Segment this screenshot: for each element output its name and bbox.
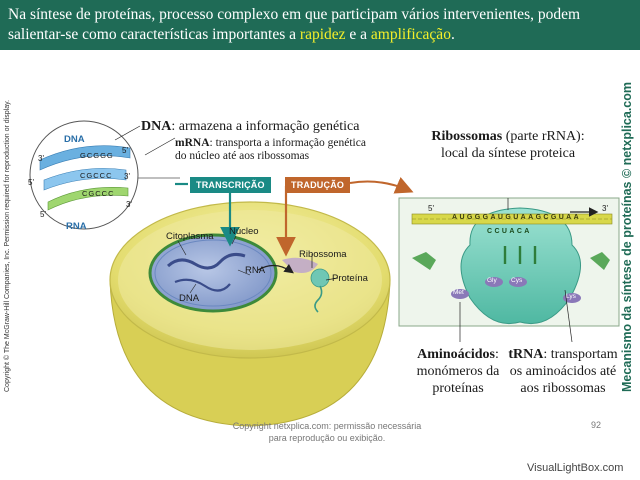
- amino-acid-cys: Cys: [511, 277, 523, 284]
- diagram-artwork: [29, 120, 620, 427]
- dna-inset: [29, 120, 180, 230]
- amino-acid-met: Met: [453, 289, 464, 296]
- ribosome-panel: [398, 197, 620, 343]
- mrna-description: mRNA: transporta a informação genética d…: [175, 137, 366, 162]
- inset-prime-5b: 5': [28, 178, 34, 187]
- trna-anticodons: CCUACA: [487, 228, 532, 235]
- cell-ribosome-label: Ribossoma: [299, 249, 347, 260]
- nucleus: [148, 233, 278, 313]
- dna-description: DNA: armazena a informação genética: [141, 119, 360, 134]
- header-line-2: salientar-se como características import…: [8, 26, 455, 43]
- cytoplasm-label: Citoplasma: [166, 231, 214, 242]
- slide-header: Na síntese de proteínas, processo comple…: [0, 0, 640, 50]
- header-line-1: Na síntese de proteínas, processo comple…: [8, 6, 581, 23]
- inset-prime-5a: 5': [122, 146, 128, 155]
- inset-prime-3b: 3': [124, 172, 130, 181]
- footer-copyright: Copyright netxplica.com: permissão neces…: [232, 421, 422, 443]
- cell-dna-label: DNA: [179, 293, 200, 304]
- highlight-amplificacao: amplificação: [370, 26, 451, 43]
- cell-protein-label: Proteína: [332, 273, 368, 284]
- nucleus-label: Núcleo: [229, 226, 259, 237]
- ribo-prime-5: 5': [428, 204, 434, 213]
- inset-prime-5c: 5': [40, 210, 46, 219]
- inset-prime-3a: 3': [38, 154, 44, 163]
- ribo-prime-3: 3': [602, 204, 608, 213]
- cytoplasm-ribosome: [257, 254, 339, 313]
- inset-seq-top: GCGGG: [80, 151, 114, 160]
- transcription-tag: TRANSCRIÇÃO: [190, 177, 271, 193]
- amino-acid-gly: Gly: [487, 277, 497, 284]
- trna-description: tRNA: transportam os aminoácidos até aos…: [508, 347, 618, 396]
- translation-tag: TRADUÇÃO: [285, 177, 351, 193]
- mechanism-credit: Mecanismo da síntese de proteínas © netx…: [620, 81, 634, 392]
- inset-seq-rna: CGCCC: [82, 189, 115, 198]
- amino-acid-lys: Lys: [566, 293, 576, 300]
- mrna-codons: AUGGGAUGUAAGCGUAA: [452, 214, 582, 221]
- inset-rna-label: RNA: [66, 221, 87, 232]
- mcgraw-hill-copyright: Copyright © The McGraw-Hill Companies, I…: [4, 99, 11, 392]
- inset-seq-mid: CGCCC: [80, 171, 113, 180]
- highlight-rapidez: rapidez: [299, 26, 346, 43]
- inset-prime-3c: 3': [126, 200, 132, 209]
- watermark: VisualLightBox.com: [527, 462, 624, 474]
- inset-dna-label: DNA: [64, 134, 85, 145]
- ribosome-description: Ribossomas (parte rRNA):local da síntese…: [431, 129, 585, 161]
- cell-rna-label: RNA: [245, 265, 266, 276]
- page-number: 92: [591, 420, 602, 430]
- amino-acids-description: Aminoácidos: monómeros da proteínas: [416, 347, 500, 396]
- protein-synthesis-diagram: DNA RNA 3' 5' 5' 3' 5' 3' GCGGG CGCCC CG…: [0, 50, 640, 440]
